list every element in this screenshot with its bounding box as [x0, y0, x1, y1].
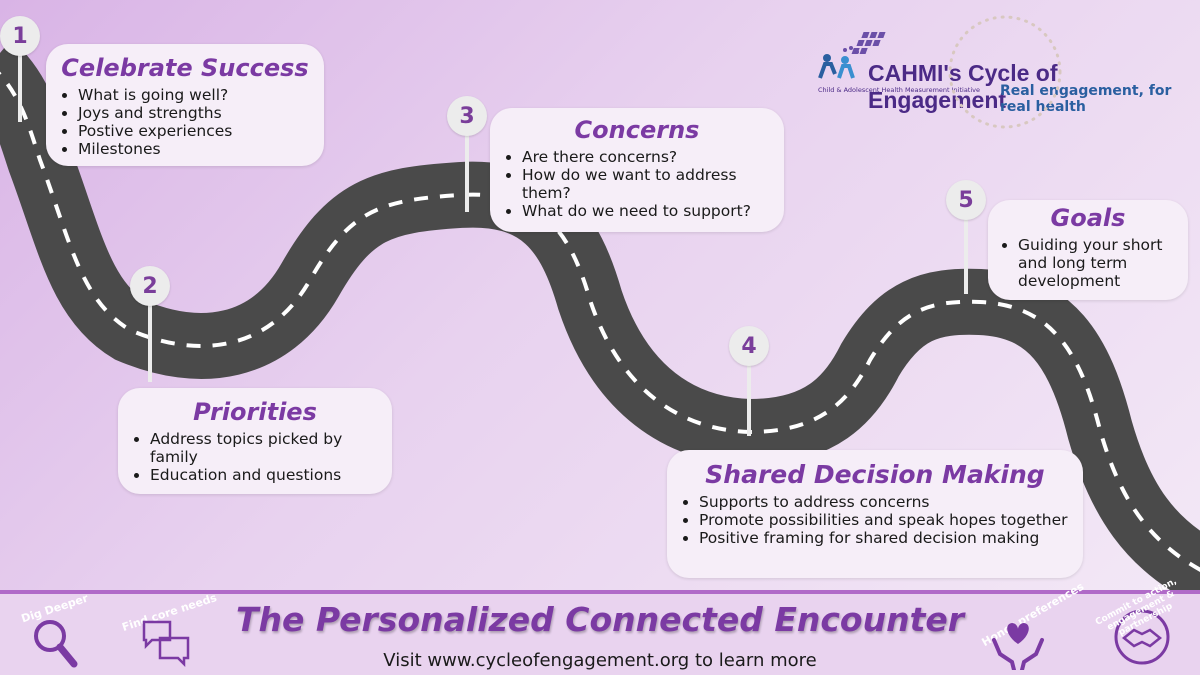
- card-goals: Goals Guiding your short and long term d…: [988, 200, 1188, 300]
- footer-title: The Personalized Connected Encounter: [236, 600, 964, 639]
- list-item: Postive experiences: [78, 122, 324, 140]
- list-item: Positive framing for shared decision mak…: [699, 529, 1083, 547]
- card-concerns: Concerns Are there concerns? How do we w…: [490, 108, 784, 232]
- card-shared-decision-making: Shared Decision Making Supports to addre…: [667, 450, 1083, 578]
- list-item: Address topics picked by family: [150, 430, 392, 466]
- pin-stick-1: [18, 50, 22, 122]
- step-number-5: 5: [946, 180, 986, 220]
- pin-stick-2: [148, 300, 152, 382]
- handshake-icon: [1098, 598, 1186, 680]
- chat-bubbles-icon: [140, 618, 192, 674]
- heart-hands-icon: [988, 614, 1048, 674]
- card-title: Goals: [1050, 204, 1126, 232]
- step-number-4: 4: [729, 326, 769, 366]
- logo-subtitle: Child & Adolescent Health Measurement In…: [818, 86, 981, 94]
- list-item: Education and questions: [150, 466, 392, 484]
- road: [0, 39, 1200, 590]
- list-item: What is going well?: [78, 86, 324, 104]
- pin-stick-4: [747, 360, 751, 436]
- road-illustration: [0, 39, 1200, 590]
- card-title: Shared Decision Making: [705, 460, 1045, 489]
- footer-website-text: Visit www.cycleofengagement.org to learn…: [383, 650, 817, 671]
- list-item: How do we want to address them?: [522, 166, 784, 202]
- list-item: Are there concerns?: [522, 148, 784, 166]
- pin-stick-3: [465, 130, 469, 212]
- card-celebrate-success: Celebrate Success What is going well? Jo…: [46, 44, 324, 166]
- list-item: Joys and strengths: [78, 104, 324, 122]
- list-item: Promote possibilities and speak hopes to…: [699, 511, 1083, 529]
- footer-banner: The Personalized Connected Encounter Vis…: [0, 577, 1200, 675]
- logo-title: CAHMI's Cycle of Engagement: [868, 60, 1058, 113]
- list-item: Milestones: [78, 140, 324, 158]
- card-priorities: Priorities Address topics picked by fami…: [118, 388, 392, 494]
- step-number-1: 1: [0, 16, 40, 56]
- pin-stick-5: [964, 214, 968, 294]
- card-title: Celebrate Success: [61, 54, 309, 82]
- list-item: What do we need to support?: [522, 202, 784, 220]
- list-item: Guiding your short and long term develop…: [1018, 236, 1182, 290]
- people-grid-logo-icon: [815, 28, 895, 90]
- card-title: Priorities: [193, 398, 317, 426]
- list-item: Supports to address concerns: [699, 493, 1083, 511]
- logo-tagline: Real engagement, for real health: [1000, 83, 1172, 115]
- card-title: Concerns: [574, 116, 700, 144]
- step-number-2: 2: [130, 266, 170, 306]
- magnifier-icon: [30, 616, 80, 674]
- logo-dotted-ring: [948, 15, 1062, 129]
- step-number-3: 3: [447, 96, 487, 136]
